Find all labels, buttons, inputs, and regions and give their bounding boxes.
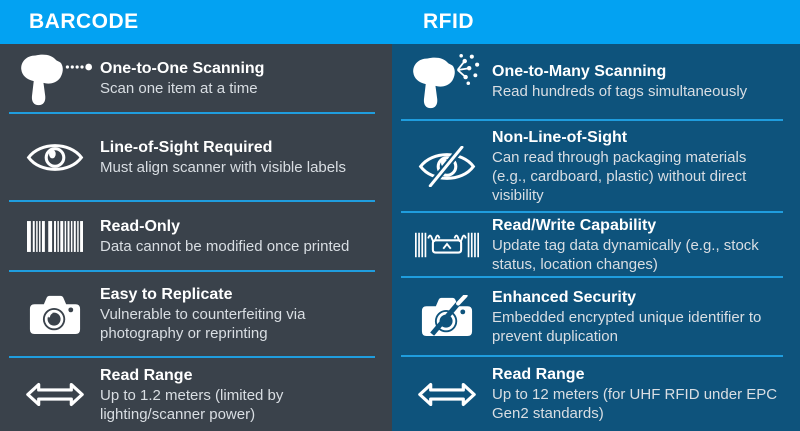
feature-description: Data cannot be modified once printed — [100, 237, 350, 255]
row-divider — [9, 200, 375, 202]
barcode-icon — [14, 220, 96, 252]
eye-slash-icon — [406, 145, 488, 187]
feature-title: Easy to Replicate — [100, 286, 233, 303]
feature-text: One-to-Many Scanning Read hundreds of ta… — [488, 62, 800, 101]
feature-description: Update tag data dynamically (e.g., stock… — [492, 236, 759, 273]
double-arrow-icon — [14, 380, 96, 409]
feature-row: Easy to Replicate Vulnerable to counterf… — [0, 272, 392, 356]
feature-title: Read Range — [100, 366, 193, 384]
row-divider — [401, 119, 783, 121]
feature-text: Read Range Up to 12 meters (for UHF RFID… — [488, 365, 800, 423]
feature-title: Line-of-Sight Required — [100, 138, 273, 156]
row-divider — [9, 112, 375, 114]
feature-text: Read-Only Data cannot be modified once p… — [96, 217, 392, 256]
feature-description: Can read through packaging materials (e.… — [492, 148, 747, 204]
feature-description: Scan one item at a time — [100, 79, 258, 97]
row-divider — [9, 356, 375, 358]
feature-row: Read Range Up to 12 meters (for UHF RFID… — [392, 357, 800, 431]
feature-description: Read hundreds of tags simultaneously — [492, 83, 748, 100]
rfid-scanner-icon — [406, 53, 488, 110]
row-divider — [9, 270, 375, 272]
feature-row: Non-Line-of-Sight Can read through packa… — [392, 121, 800, 211]
feature-description: Must align scanner with visible labels — [100, 158, 346, 176]
double-arrow-icon — [406, 380, 488, 409]
feature-title: One-to-Many Scanning — [492, 63, 667, 80]
row-divider — [401, 276, 783, 278]
feature-description: Up to 1.2 meters (limited by lighting/sc… — [100, 386, 284, 423]
feature-text: Easy to Replicate Vulnerable to counterf… — [96, 285, 392, 343]
camera-slash-icon — [406, 295, 488, 338]
feature-row: Enhanced Security Embedded encrypted uni… — [392, 278, 800, 355]
feature-description: Up to 12 meters (for UHF RFID under EPC … — [492, 386, 778, 422]
feature-row: Read-Only Data cannot be modified once p… — [0, 202, 392, 270]
camera-icon — [14, 293, 96, 336]
barcode-column-header: BARCODE — [29, 10, 139, 33]
comparison-body: One-to-One Scanning Scan one item at a t… — [0, 44, 800, 431]
barcode-column: One-to-One Scanning Scan one item at a t… — [0, 44, 392, 431]
rfid-column: One-to-Many Scanning Read hundreds of ta… — [392, 44, 800, 431]
rfid-tag-icon — [406, 226, 488, 264]
feature-title: Enhanced Security — [492, 288, 637, 306]
feature-text: Enhanced Security Embedded encrypted uni… — [488, 288, 800, 346]
feature-row: Read/Write Capability Update tag data dy… — [392, 213, 800, 276]
feature-text: Non-Line-of-Sight Can read through packa… — [488, 128, 800, 205]
barcode-scanner-icon — [14, 50, 96, 107]
feature-text: One-to-One Scanning Scan one item at a t… — [96, 59, 392, 98]
row-divider — [401, 355, 783, 357]
feature-row: Read Range Up to 1.2 meters (limited by … — [0, 358, 392, 431]
rfid-column-header: RFID — [423, 10, 474, 33]
feature-title: Read Range — [492, 366, 585, 383]
feature-row: One-to-One Scanning Scan one item at a t… — [0, 44, 392, 112]
feature-description: Vulnerable to counterfeiting via photogr… — [100, 306, 306, 342]
row-divider — [401, 211, 783, 213]
feature-title: Non-Line-of-Sight — [492, 128, 628, 146]
feature-description: Embedded encrypted unique identifier to … — [492, 308, 762, 345]
feature-title: Read/Write Capability — [492, 216, 657, 234]
feature-text: Read Range Up to 1.2 meters (limited by … — [96, 366, 392, 424]
eye-icon — [14, 137, 96, 178]
feature-title: One-to-One Scanning — [100, 59, 265, 77]
feature-title: Read-Only — [100, 217, 181, 235]
feature-text: Line-of-Sight Required Must align scanne… — [96, 138, 392, 177]
feature-text: Read/Write Capability Update tag data dy… — [488, 216, 800, 274]
feature-row: One-to-Many Scanning Read hundreds of ta… — [392, 44, 800, 119]
feature-row: Line-of-Sight Required Must align scanne… — [0, 114, 392, 200]
header-bar: BARCODE RFID — [0, 0, 800, 44]
